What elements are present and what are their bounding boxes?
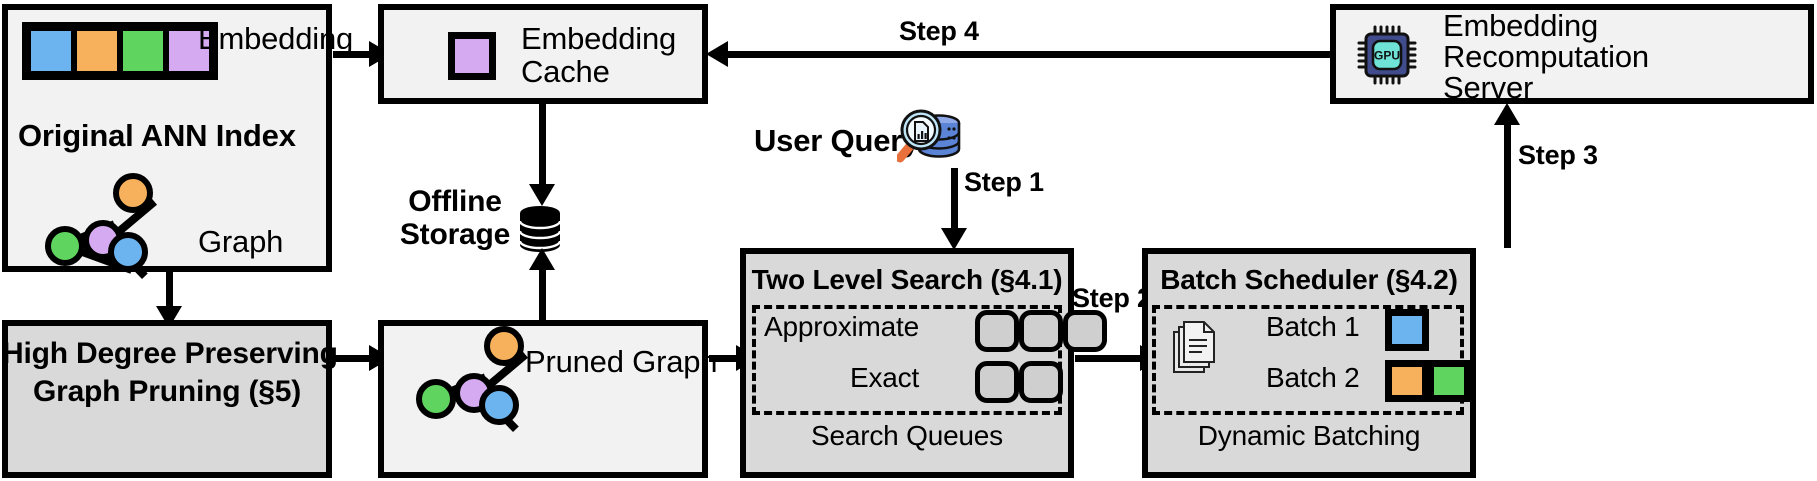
offline-storage-label-line2: Storage [399,218,511,251]
arrow-line-step2 [1075,355,1145,362]
embedding-chip-orange [74,28,120,74]
pruned-node-orange [484,326,524,366]
search-queues-footer: Search Queues [811,420,1003,451]
embedding-cache-box [378,4,708,104]
step1-label: Step 1 [964,167,1044,197]
arrow-line-cache-to-storage [539,104,546,188]
embedding-label: Embedding [198,21,354,56]
offline-storage-label-line1: Offline [408,185,502,218]
graph-node-blue [108,232,148,272]
search-slot-approximate-3 [1063,310,1107,352]
graph-pruning-line1: High Degree Preserving [2,337,338,370]
search-row-approximate-label: Approximate [764,311,919,342]
pruned-node-green [416,379,456,419]
arrow-head-cache-to-storage [529,184,555,206]
pruned-node-blue [479,385,519,425]
search-slot-exact-1 [975,361,1019,403]
embedding-chip-purple [166,28,212,74]
search-slot-approximate-1 [975,310,1019,352]
search-slot-exact-2 [1019,361,1063,403]
graph-pruning-line2: Graph Pruning (§5) [32,375,302,408]
arrow-line-step3 [1504,120,1511,248]
graph-label: Graph [198,224,284,259]
arrow-head-prunedgraph-to-storage [529,248,555,270]
two-level-search-title: Two Level Search (§4.1) [751,264,1063,295]
batch-1-label: Batch 1 [1266,311,1360,342]
graph-node-orange [113,173,153,213]
gpu-chip-icon: GPU [1357,25,1417,85]
search-row-exact-label: Exact [850,362,920,393]
step3-label: Step 3 [1518,140,1598,170]
batch-2-chip-green [1427,360,1471,402]
magnifier-over-database-icon [895,103,967,173]
recomputation-server-line1: Embedding [1443,8,1599,43]
embedding-cache-title-line1: Embedding [521,21,677,56]
arrow-line-index-to-pruning [166,272,173,314]
arrow-line-pruning-to-prunedgraph [333,355,373,362]
recomputation-server-line2: Recomputation [1443,39,1649,74]
purple-square-icon [448,32,496,80]
user-query-label: User Query [754,123,920,158]
arrow-line-step4 [725,51,1333,58]
batch-1-chip-blue [1385,309,1429,351]
search-slot-approximate-2 [1019,310,1063,352]
embedding-chip-bar [22,22,218,80]
dynamic-batching-footer: Dynamic Batching [1197,420,1421,451]
batch-2-chip-orange [1385,360,1429,402]
arrow-head-step1 [941,228,967,250]
arrow-line-prunedgraph-to-search [709,355,741,362]
embedding-chip-green [120,28,166,74]
original-ann-index-title: Original ANN Index [18,118,296,153]
database-cylinder-icon [516,205,564,253]
pruned-graph-label: Pruned Graph [525,344,718,379]
search-queues-panel [752,305,1062,415]
arrow-head-step3 [1494,103,1520,125]
batch-scheduler-title: Batch Scheduler (§4.2) [1160,264,1458,295]
graph-pruning-box [2,320,332,478]
arrow-line-prunedgraph-to-storage [539,265,546,321]
embedding-cache-title-line2: Cache [521,54,610,89]
documents-stack-icon [1170,318,1218,376]
arrow-line-step1 [951,168,958,234]
step2-label: Step 2 [1072,283,1152,313]
arrow-line-index-to-cache [333,51,373,58]
recomputation-server-line3: Server [1443,70,1534,105]
batch-2-label: Batch 2 [1266,362,1360,393]
two-level-search-box [740,248,1074,478]
arrow-head-step4 [706,41,728,67]
graph-node-green [45,226,85,266]
step4-label: Step 4 [899,16,979,46]
svg-text:GPU: GPU [1374,49,1400,63]
embedding-chip-blue [28,28,74,74]
